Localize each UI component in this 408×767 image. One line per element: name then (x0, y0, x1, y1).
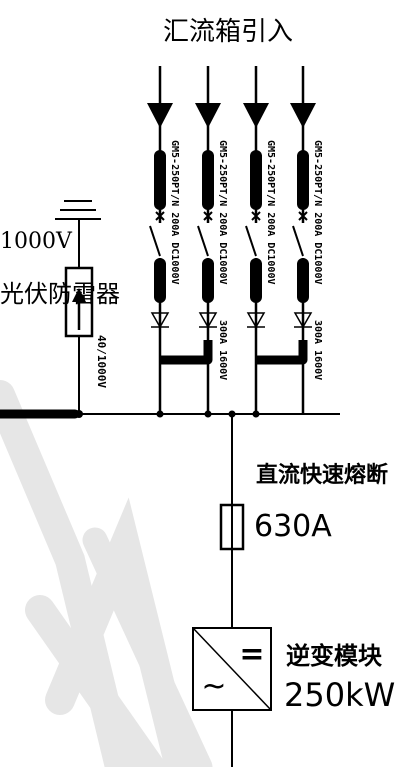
branch-fuse-label: 300A 1600V (312, 320, 323, 380)
breaker-label: GM5-250PT/N 200A DC1000V (217, 140, 228, 285)
cross-mark-icon (155, 211, 165, 221)
fuse-body (202, 258, 214, 303)
inverter-rating: 250kW (284, 676, 395, 714)
inverter-name: 逆变模块 (286, 641, 382, 670)
dc-fuse-rating: 630A (254, 509, 332, 544)
fuse-body (297, 258, 309, 303)
breaker-body (297, 150, 309, 210)
arrow-down-icon (243, 103, 269, 128)
dc-busbar (0, 409, 340, 419)
diode-icon (150, 312, 170, 329)
breaker-body (154, 150, 166, 210)
switch-blade (149, 225, 161, 257)
arrester-rating: 40/1000V (95, 335, 108, 388)
switch-blade (245, 225, 257, 257)
diode-icon (246, 312, 266, 329)
breaker-body (202, 150, 214, 210)
arrow-down-icon (290, 103, 316, 128)
breaker-label: GM5-250PT/N 200A DC1000V (312, 140, 323, 285)
dc-fast-fuse: 直流快速熔断 630A (219, 462, 388, 551)
arrow-down-icon (147, 103, 173, 128)
diode-icon (293, 312, 313, 329)
dc-fuse-name: 直流快速熔断 (256, 462, 388, 488)
fuse-body (154, 258, 166, 303)
switch-blade (197, 225, 209, 257)
breaker-label: GM5-250PT/N 200A DC1000V (265, 140, 276, 285)
branch-fuse-label: 300A 1600V (217, 320, 228, 380)
cross-mark-icon (203, 211, 213, 221)
watermark (0, 380, 213, 767)
arrester-voltage: 1000V (0, 229, 73, 254)
branch-group-right: 300A 1600V (256, 320, 323, 380)
inverter-module: = ~ 逆变模块 250kW (192, 627, 395, 714)
cross-mark-icon (251, 211, 261, 221)
diode-icon (198, 312, 218, 329)
arrester-name: 光伏防雷器 (0, 280, 120, 308)
title: 汇流箱引入 (163, 17, 293, 47)
ac-symbol-icon: ~ (201, 669, 226, 704)
breaker-body (250, 150, 262, 210)
arrow-up-icon (72, 288, 86, 302)
fuse-body (250, 258, 262, 303)
switch-blade (292, 225, 304, 257)
breaker-label: GM5-250PT/N 200A DC1000V (169, 140, 180, 285)
surge-arrester: 1000V 光伏防雷器 40/1000V (0, 200, 120, 414)
dc-symbol-icon: = (239, 637, 264, 672)
cross-mark-icon (298, 211, 308, 221)
branch-group-left: 300A 1600V (160, 320, 228, 380)
arrow-down-icon (195, 103, 221, 128)
